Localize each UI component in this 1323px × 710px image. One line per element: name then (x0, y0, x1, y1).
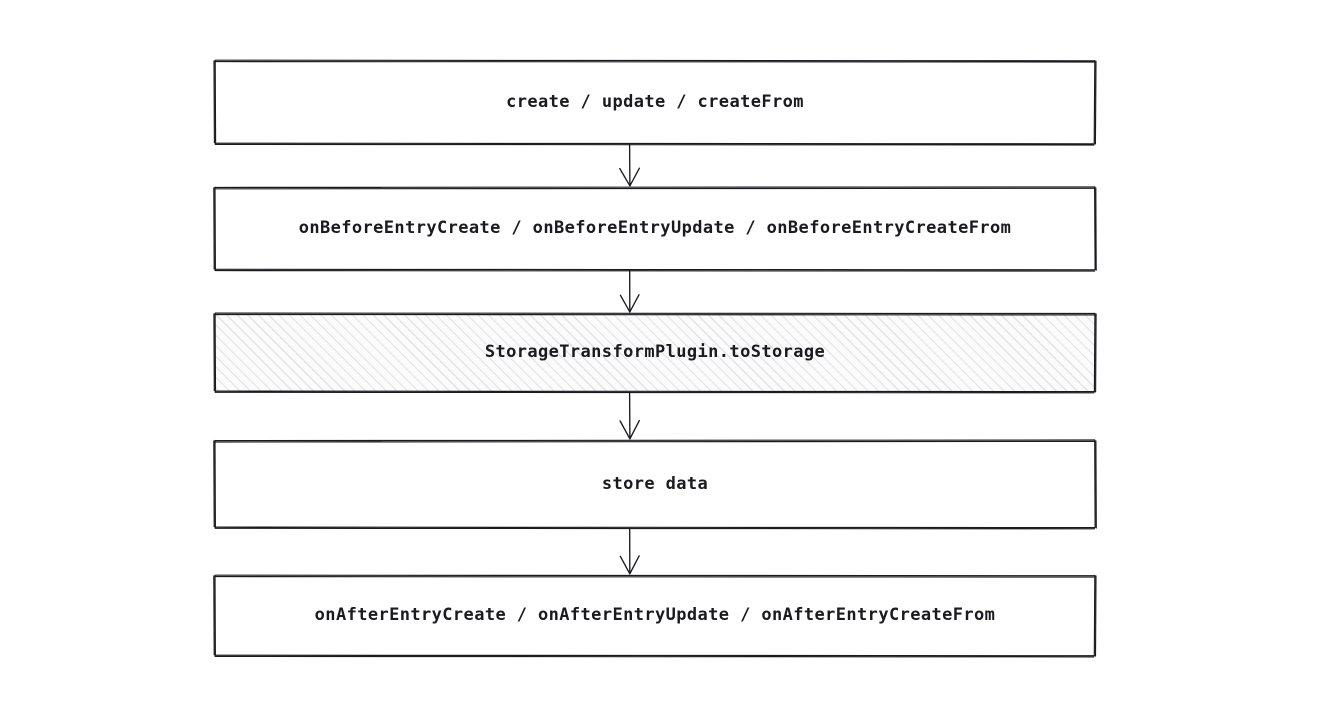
flow-node-label: onBeforeEntryCreate / onBeforeEntryUpdat… (298, 218, 1012, 238)
flow-node-label: onAfterEntryCreate / onAfterEntryUpdate … (314, 605, 996, 625)
flow-node-after-entry-hooks[interactable]: onAfterEntryCreate / onAfterEntryUpdate … (213, 574, 1097, 658)
flow-edge-3-arrow (600, 391, 660, 440)
flow-edge-2-arrow (600, 269, 660, 313)
flow-node-label: create / update / createFrom (506, 91, 804, 112)
flow-node-storage-transform-plugin[interactable]: StorageTransformPlugin.toStorage (213, 312, 1097, 394)
flow-node-store-data[interactable]: store data (213, 439, 1097, 530)
flow-node-before-entry-hooks[interactable]: onBeforeEntryCreate / onBeforeEntryUpdat… (213, 186, 1097, 272)
flow-node-label: store data (601, 473, 709, 494)
flow-node-label: StorageTransformPlugin.toStorage (484, 342, 826, 362)
flow-edge-1-arrow (600, 143, 660, 187)
flow-edge-4-arrow (600, 527, 660, 575)
flow-node-entry-methods[interactable]: create / update / createFrom (213, 59, 1097, 146)
